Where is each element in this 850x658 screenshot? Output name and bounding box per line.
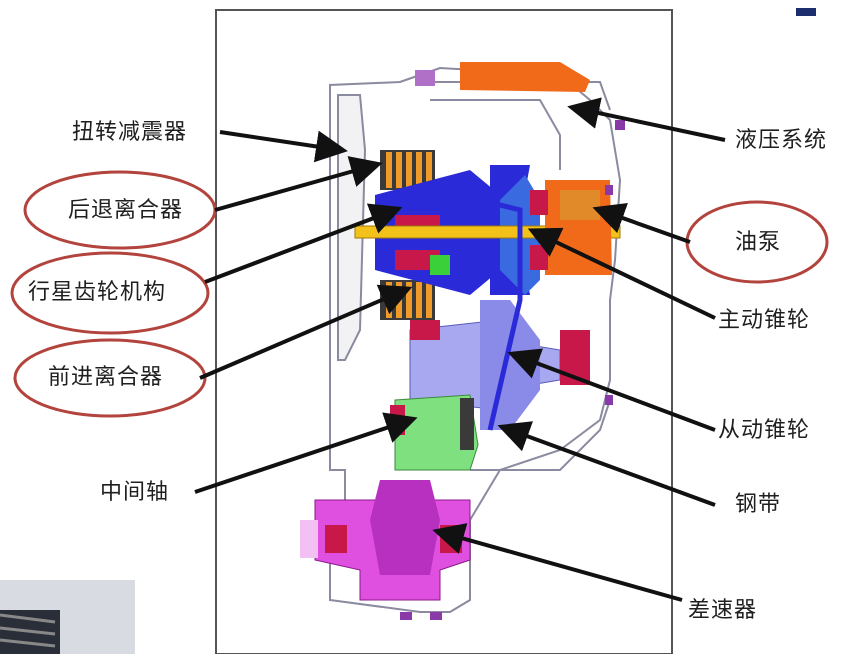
sun-gear bbox=[430, 255, 450, 275]
intermediate-bearing bbox=[390, 405, 405, 435]
differential-gears bbox=[370, 480, 440, 575]
hydraulic-valve bbox=[415, 70, 435, 86]
arrow-hydraulic-system bbox=[567, 97, 726, 142]
oil-pump-rotor bbox=[560, 190, 600, 220]
fastener-bolts bbox=[400, 120, 625, 620]
steel-belt bbox=[479, 197, 523, 431]
diff-bearing-left bbox=[325, 525, 347, 553]
label-drive-pulley: 主动锥轮 bbox=[718, 308, 811, 333]
arrow-torsional-damper bbox=[219, 130, 348, 163]
diff-axle-left bbox=[300, 520, 318, 558]
pump-bearing-lower bbox=[530, 245, 548, 270]
label-hydraulic-system: 液压系统 bbox=[735, 128, 828, 153]
label-intermediate-shaft: 中间轴 bbox=[100, 480, 170, 505]
hydraulic-system-block bbox=[460, 62, 590, 92]
pointer-arrows bbox=[194, 97, 726, 602]
arrow-planetary-gear bbox=[204, 203, 403, 284]
corner-mark bbox=[796, 8, 816, 16]
label-oil-pump: 油泵 bbox=[735, 230, 782, 255]
arrow-steel-belt bbox=[497, 421, 716, 507]
label-torsional-damper: 扭转减震器 bbox=[72, 120, 188, 145]
arrow-reverse-clutch bbox=[214, 156, 383, 212]
arrow-drive-pulley bbox=[527, 227, 716, 320]
arrow-oil-pump bbox=[592, 202, 691, 244]
arrow-forward-clutch bbox=[199, 284, 413, 380]
driven-bearing-left bbox=[410, 320, 440, 340]
label-differential: 差速器 bbox=[688, 598, 758, 623]
label-planetary-gear: 行星齿轮机构 bbox=[28, 280, 167, 305]
label-forward-clutch: 前进离合器 bbox=[48, 365, 164, 390]
arrow-driven-pulley bbox=[507, 348, 716, 432]
pump-bearing-upper bbox=[530, 190, 548, 215]
label-reverse-clutch: 后退离合器 bbox=[68, 198, 184, 223]
highlight-planetary-gear bbox=[10, 251, 210, 335]
forward-clutch-pack bbox=[380, 280, 435, 320]
arrow-differential bbox=[432, 523, 683, 602]
arrow-intermediate-shaft bbox=[194, 412, 418, 494]
label-steel-belt: 钢带 bbox=[735, 492, 782, 517]
label-driven-pulley: 从动锥轮 bbox=[718, 418, 811, 443]
planet-carrier-lower bbox=[395, 250, 440, 270]
intermediate-gear bbox=[460, 398, 474, 450]
